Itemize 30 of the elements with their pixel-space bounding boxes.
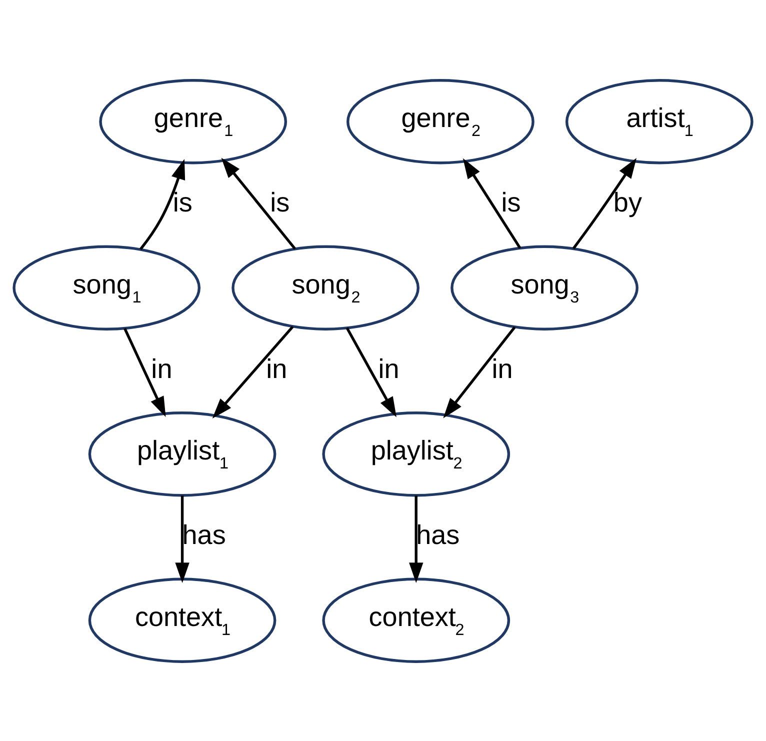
arrow (212, 325, 294, 418)
node-ellipse: genre$_{2}$ (346, 78, 534, 164)
edge-label: is (172, 187, 192, 218)
node-ellipse: song$_{3}$ (450, 244, 638, 330)
arrow (462, 158, 522, 248)
node-ellipse: song$_{2}$ (232, 244, 420, 330)
edge-label: in (266, 353, 288, 384)
arrow (409, 494, 424, 582)
edge-label: has (182, 520, 226, 550)
edge-label: in (151, 353, 172, 384)
node-ellipse: song$_{1}$ (12, 244, 201, 330)
edge-label: in (492, 353, 513, 384)
edge-label: by (613, 187, 642, 218)
node-ellipse: context$_{1}$ (88, 577, 276, 662)
node-ellipse: genre$_{1}$ (99, 78, 288, 164)
arrow (572, 157, 637, 249)
arrow (139, 158, 186, 250)
arrow (346, 326, 396, 417)
node-ellipse: playlist$_{1}$ (88, 411, 276, 496)
node-ellipse: playlist$_{2}$ (322, 411, 510, 496)
arrow (124, 327, 166, 417)
arrow (443, 326, 516, 418)
edge-label: has (416, 520, 460, 550)
arrow (221, 157, 296, 250)
edge-label: is (501, 187, 521, 218)
node-ellipse: context$_{2}$ (322, 577, 510, 662)
arrow (175, 494, 190, 582)
edge-label: in (378, 353, 400, 384)
node-ellipse: artist$_{1}$ (565, 78, 754, 164)
edge-label: is (270, 187, 290, 218)
